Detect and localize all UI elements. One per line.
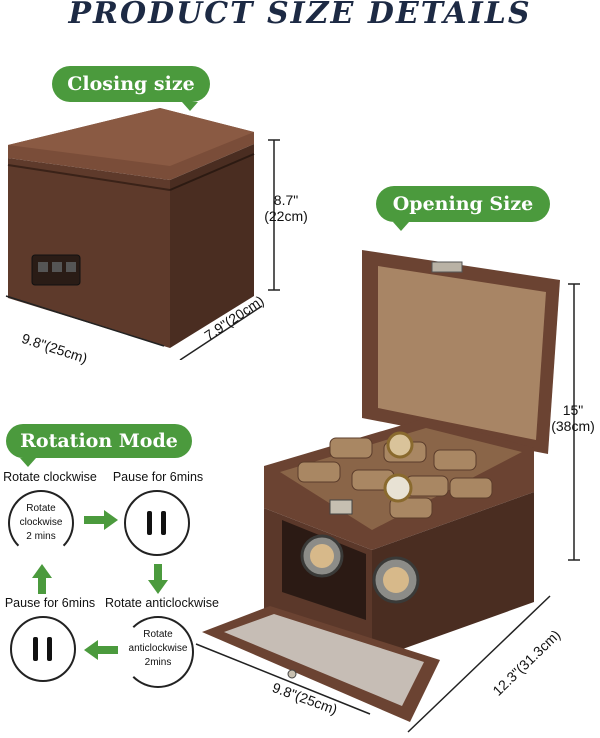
closing-badge-pointer (182, 102, 198, 111)
rotate-anticlockwise-line2: anticlockwise (128, 643, 188, 654)
opening-height-cm: (38cm) (551, 418, 595, 434)
rotate-clockwise-line2: clockwise (19, 517, 63, 528)
step-pause-caption-bottom: Pause for 6mins (4, 596, 96, 610)
rotate-clockwise-circle: Rotate clockwise 2 mins (8, 490, 74, 556)
opening-size-badge: Opening Size (376, 186, 550, 222)
pause-circle-bottom (10, 616, 76, 682)
closing-height-dimension: 8.7" (22cm) (256, 192, 316, 224)
pause-icon (126, 492, 188, 554)
opening-size-label: Opening Size (392, 193, 534, 215)
closed-box-image (5, 108, 280, 360)
rotate-clockwise-line3: 2 mins (26, 531, 56, 542)
closing-size-label: Closing size (67, 73, 195, 95)
rotation-badge-pointer (20, 458, 36, 467)
rotation-mode-label: Rotation Mode (20, 430, 178, 452)
rotate-anticlockwise-line3: 2mins (144, 657, 172, 668)
arrow-down-icon (148, 564, 168, 594)
closing-height-cm: (22cm) (264, 208, 308, 224)
rotate-clockwise-line1: Rotate (26, 503, 56, 514)
step-rotate-clockwise-caption: Rotate clockwise (3, 470, 97, 484)
opening-height-dimension: 15" (38cm) (546, 402, 600, 434)
opening-height-inches: 15" (562, 402, 584, 418)
closing-size-badge: Closing size (52, 66, 210, 102)
step-rotate-anticlockwise-caption: Rotate anticlockwise (105, 596, 219, 610)
page-title: PRODUCT SIZE DETAILS (68, 0, 532, 31)
step-pause-caption-top: Pause for 6mins (112, 470, 204, 484)
rotate-anticlockwise-circle: Rotate anticlockwise 2mins (122, 616, 194, 688)
rotation-mode-badge: Rotation Mode (6, 424, 192, 458)
opening-badge-pointer (393, 222, 409, 231)
open-box-image (195, 250, 580, 733)
arrow-left-icon (84, 640, 118, 660)
arrow-right-icon (84, 510, 118, 530)
rotate-anticlockwise-line1: Rotate (143, 629, 173, 640)
closing-height-inches: 8.7" (273, 192, 299, 208)
arrow-up-icon (32, 564, 52, 594)
pause-icon (12, 618, 74, 680)
pause-circle-top (124, 490, 190, 556)
